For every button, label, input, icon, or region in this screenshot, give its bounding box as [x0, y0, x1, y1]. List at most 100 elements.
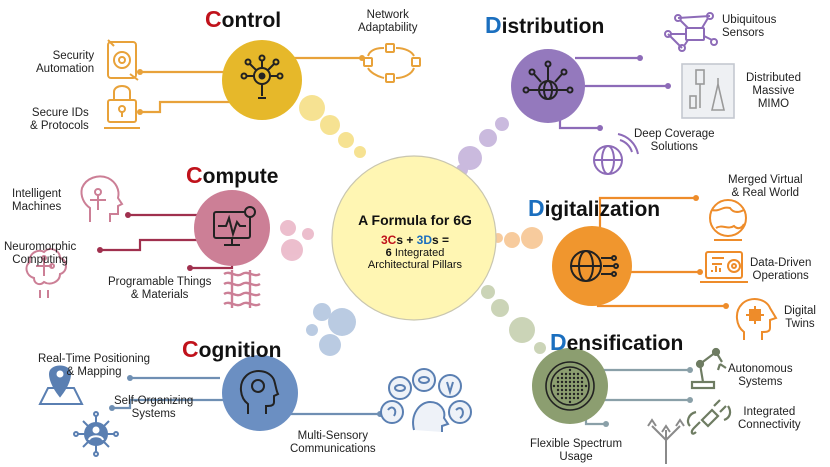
- disc-array-dot: [580, 380, 584, 384]
- disc-array-dot: [568, 384, 572, 388]
- disc-array-dot: [564, 384, 568, 388]
- disc-array-dot: [560, 396, 564, 400]
- compute-disc: [194, 190, 270, 266]
- disc-array-dot: [580, 376, 584, 380]
- human-head-icon: [240, 370, 280, 414]
- disc-array-dot: [576, 392, 580, 396]
- robot-arm-icon: [690, 347, 727, 390]
- disc-array-dot: [560, 392, 564, 396]
- disc-array-dot: [572, 376, 576, 380]
- disc-array-dot: [576, 396, 580, 400]
- disc-array-dot: [564, 376, 568, 380]
- disc-array-dot: [576, 372, 580, 376]
- disc-array-dot: [568, 368, 572, 372]
- user-network-icon: [73, 411, 119, 457]
- bubble-trail-compute: [280, 220, 314, 261]
- disc-array-dot: [556, 380, 560, 384]
- pillar-title-densification: Densification: [550, 329, 684, 355]
- disc-array-dot: [568, 372, 572, 376]
- disc-array-dot: [580, 392, 584, 396]
- diverging-arrows-icon: [647, 418, 685, 464]
- disc-array-dot: [560, 376, 564, 380]
- disc-array-dot: [568, 400, 572, 404]
- disc-array-dot: [556, 392, 560, 396]
- disc-array-icon: [545, 361, 595, 411]
- disc-array-dot: [556, 376, 560, 380]
- bubble-trail-control: [299, 95, 366, 158]
- disc-array-dot: [576, 384, 580, 388]
- disc-array-dot: [572, 392, 576, 396]
- densification-disc: [532, 348, 608, 424]
- label-secure-ids: Secure IDs& Protocols: [30, 107, 89, 132]
- antenna-tower-icon: [681, 63, 735, 119]
- map-pin-icon: [38, 365, 84, 405]
- pillar-title-digitalization: Digitalization: [528, 195, 661, 221]
- control-disc: [222, 40, 302, 120]
- disc-array-dot: [576, 388, 580, 392]
- disc-array-dot: [564, 388, 568, 392]
- senses-cluster-icon: [380, 368, 472, 432]
- bubble-trail-distribution: [456, 117, 509, 176]
- iot-sensor-icon: [664, 12, 718, 52]
- disc-array-dot: [560, 384, 564, 388]
- dashboard-gear-icon: [700, 251, 748, 283]
- disc-array-dot: [572, 396, 576, 400]
- disc-array-dot: [576, 376, 580, 380]
- center-formula: 3Cs + 3Ds =: [380, 233, 450, 247]
- digital-twin-head-icon: [736, 298, 778, 340]
- plug-connector-icon: [686, 399, 732, 435]
- disc-array-dot: [564, 372, 568, 376]
- center-title: A Formula for 6G: [358, 212, 472, 228]
- disc-array-dot: [580, 384, 584, 388]
- gear-shield-icon: [107, 39, 139, 81]
- pillar-title-control: Control: [205, 6, 282, 32]
- pillar-title-cognition: Cognition: [182, 336, 282, 362]
- disc-array-dot: [552, 384, 556, 388]
- label-programable-things: Programable Things& Materials: [108, 276, 212, 301]
- label-merged-virtual: Merged Virtual& Real World: [728, 174, 803, 199]
- disc-array-dot: [568, 396, 572, 400]
- robot-head-icon: [80, 175, 124, 222]
- disc-array-dot: [572, 380, 576, 384]
- woven-mesh-icon: [223, 270, 261, 308]
- refresh-cycle-icon: [363, 43, 421, 83]
- fingerprint-globe-icon: [570, 250, 619, 282]
- cognition-disc: [222, 355, 298, 431]
- brain-circuit-icon: [25, 248, 67, 298]
- label-real-time-positioning: Real-Time Positioning& Mapping: [38, 353, 151, 378]
- disc-array-dot: [572, 388, 576, 392]
- disc-array-dot: [572, 384, 576, 388]
- globe-network-icon: [522, 60, 574, 100]
- bubble-trail-densification: [481, 285, 546, 354]
- distribution-disc: [511, 49, 585, 123]
- disc-array-dot: [584, 384, 588, 388]
- digitalization-disc: [552, 226, 632, 306]
- disc-array-dot: [560, 372, 564, 376]
- pillar-title-compute: Compute: [186, 162, 279, 188]
- disc-array-dot: [568, 388, 572, 392]
- center-circle: [331, 155, 497, 321]
- disc-array-dot: [576, 380, 580, 384]
- disc-array-dot: [568, 376, 572, 380]
- globe-wireframe-icon: [709, 199, 747, 241]
- disc-array-dot: [560, 388, 564, 392]
- bubble-trail-cognition: [306, 303, 356, 356]
- disc-array-dot: [564, 380, 568, 384]
- bubble-trail-digitalization: [493, 227, 543, 249]
- disc-array-dot: [572, 372, 576, 376]
